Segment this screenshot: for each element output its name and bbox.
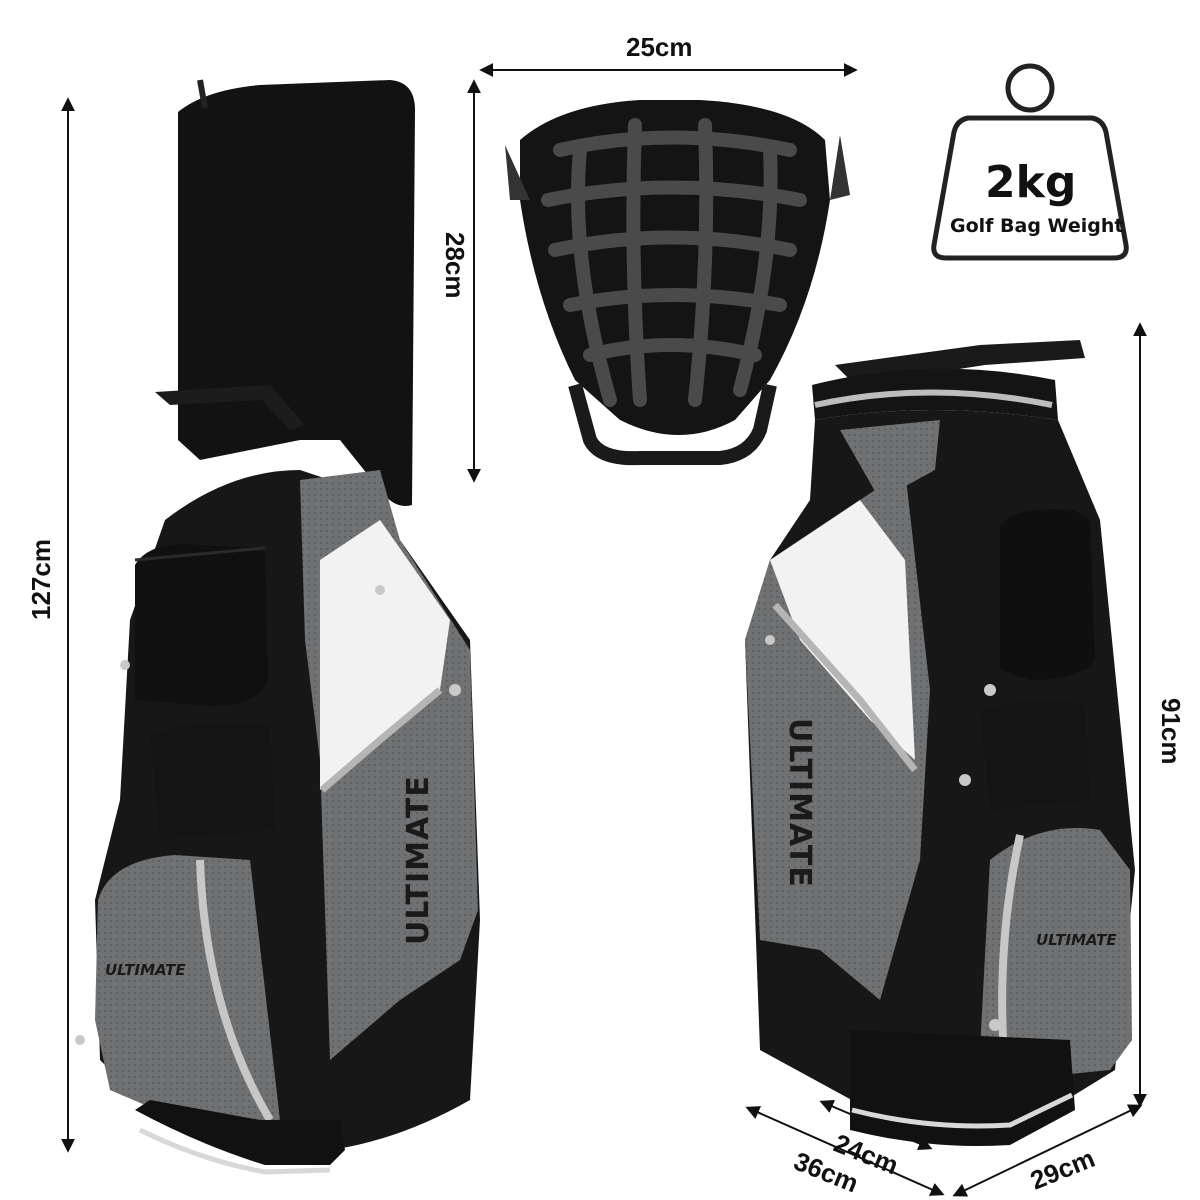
dimension-overall-height: 127cm xyxy=(26,97,75,1153)
dimension-body-height: 91cm xyxy=(1133,322,1186,1108)
body-height-label: 91cm xyxy=(1156,698,1186,765)
top-view-divider xyxy=(505,100,850,466)
base-side-label: 29cm xyxy=(1026,1143,1099,1196)
left-bag-with-hood: ULTIMATE ULTIMATE xyxy=(75,79,480,1175)
dimension-top-depth: 28cm xyxy=(440,79,481,483)
weight-badge: 2kg Golf Bag Weight xyxy=(931,63,1129,261)
top-depth-label: 28cm xyxy=(440,232,470,299)
weight-value: 2kg xyxy=(985,157,1076,208)
brand-label-vertical-right: ULTIMATE xyxy=(782,718,817,888)
top-width-label: 25cm xyxy=(626,32,693,62)
brand-label-vertical: ULTIMATE xyxy=(401,775,436,945)
brand-label-pocket-right: ULTIMATE xyxy=(1036,931,1117,949)
overall-height-label: 127cm xyxy=(26,539,56,620)
dimension-top-width: 25cm xyxy=(479,32,858,77)
weight-icon xyxy=(1005,63,1055,113)
right-cart-bag: ULTIMATE ULTIMATE xyxy=(745,340,1135,1146)
weight-label: Golf Bag Weight xyxy=(950,215,1123,237)
brand-label-pocket-left: ULTIMATE xyxy=(105,961,186,979)
